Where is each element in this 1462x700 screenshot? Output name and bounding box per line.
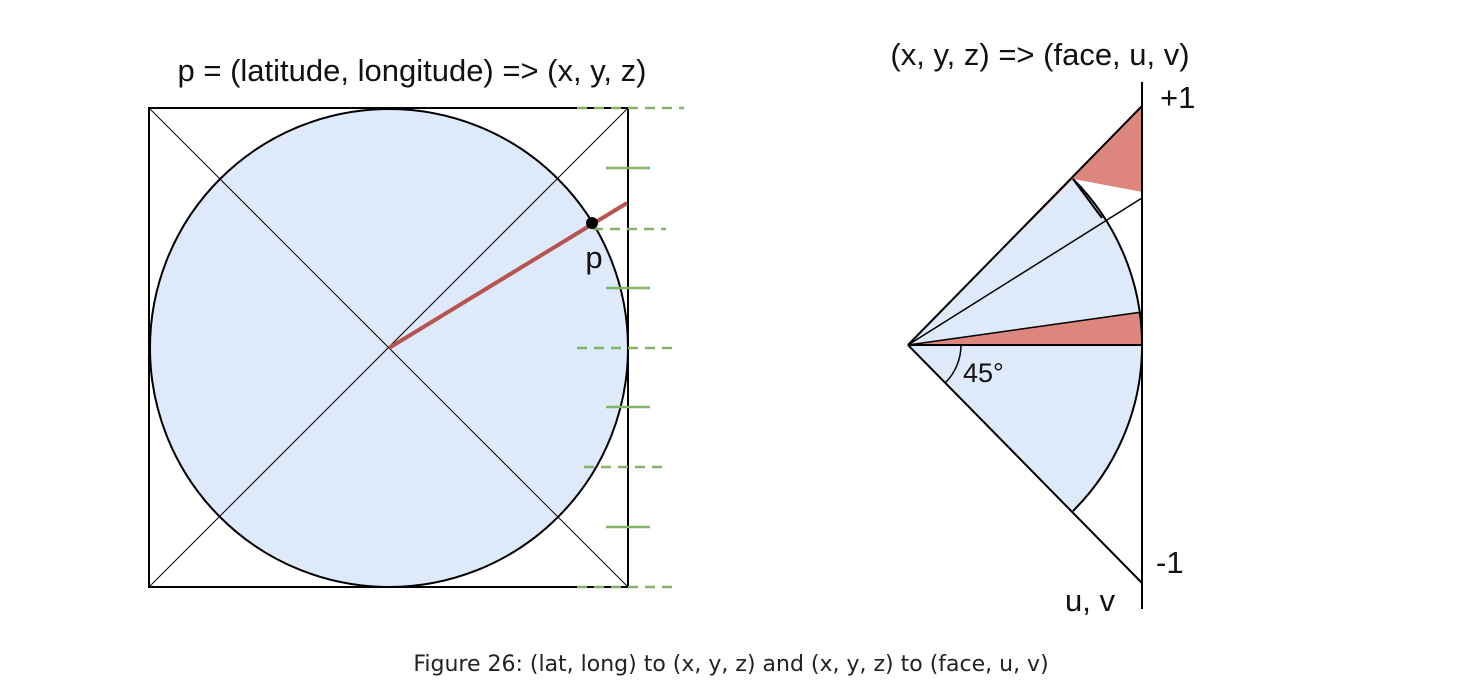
minus-one-label: -1 xyxy=(1156,545,1184,580)
left-diagram-title: p = (latitude, longitude) => (x, y, z) xyxy=(178,53,647,88)
left-diagram: p = (latitude, longitude) => (x, y, z) p xyxy=(148,53,684,589)
position-vector xyxy=(387,201,629,350)
figure-caption: Figure 26: (lat, long) to (x, y, z) and … xyxy=(413,652,1049,677)
diagonal-line-2 xyxy=(148,107,629,588)
point-p-marker xyxy=(586,217,598,229)
lower-edge-line xyxy=(907,344,1143,584)
angle-label: 45° xyxy=(963,358,1004,388)
uv-axis-label: u, v xyxy=(1065,583,1115,618)
tick-marks xyxy=(577,106,684,589)
gap-region xyxy=(1073,179,1142,218)
arc-cap-line xyxy=(1072,178,1103,219)
ray-line xyxy=(907,311,1143,346)
upper-edge-line xyxy=(907,105,1143,346)
right-diagram: (x, y, z) => (face, u, v) 45° +1 -1 u, v xyxy=(890,37,1195,618)
angle-arc xyxy=(944,344,962,384)
ray-line xyxy=(907,197,1143,346)
plus-one-label: +1 xyxy=(1160,80,1195,115)
right-diagram-title: (x, y, z) => (face, u, v) xyxy=(890,37,1189,72)
point-p-label: p xyxy=(585,240,602,275)
